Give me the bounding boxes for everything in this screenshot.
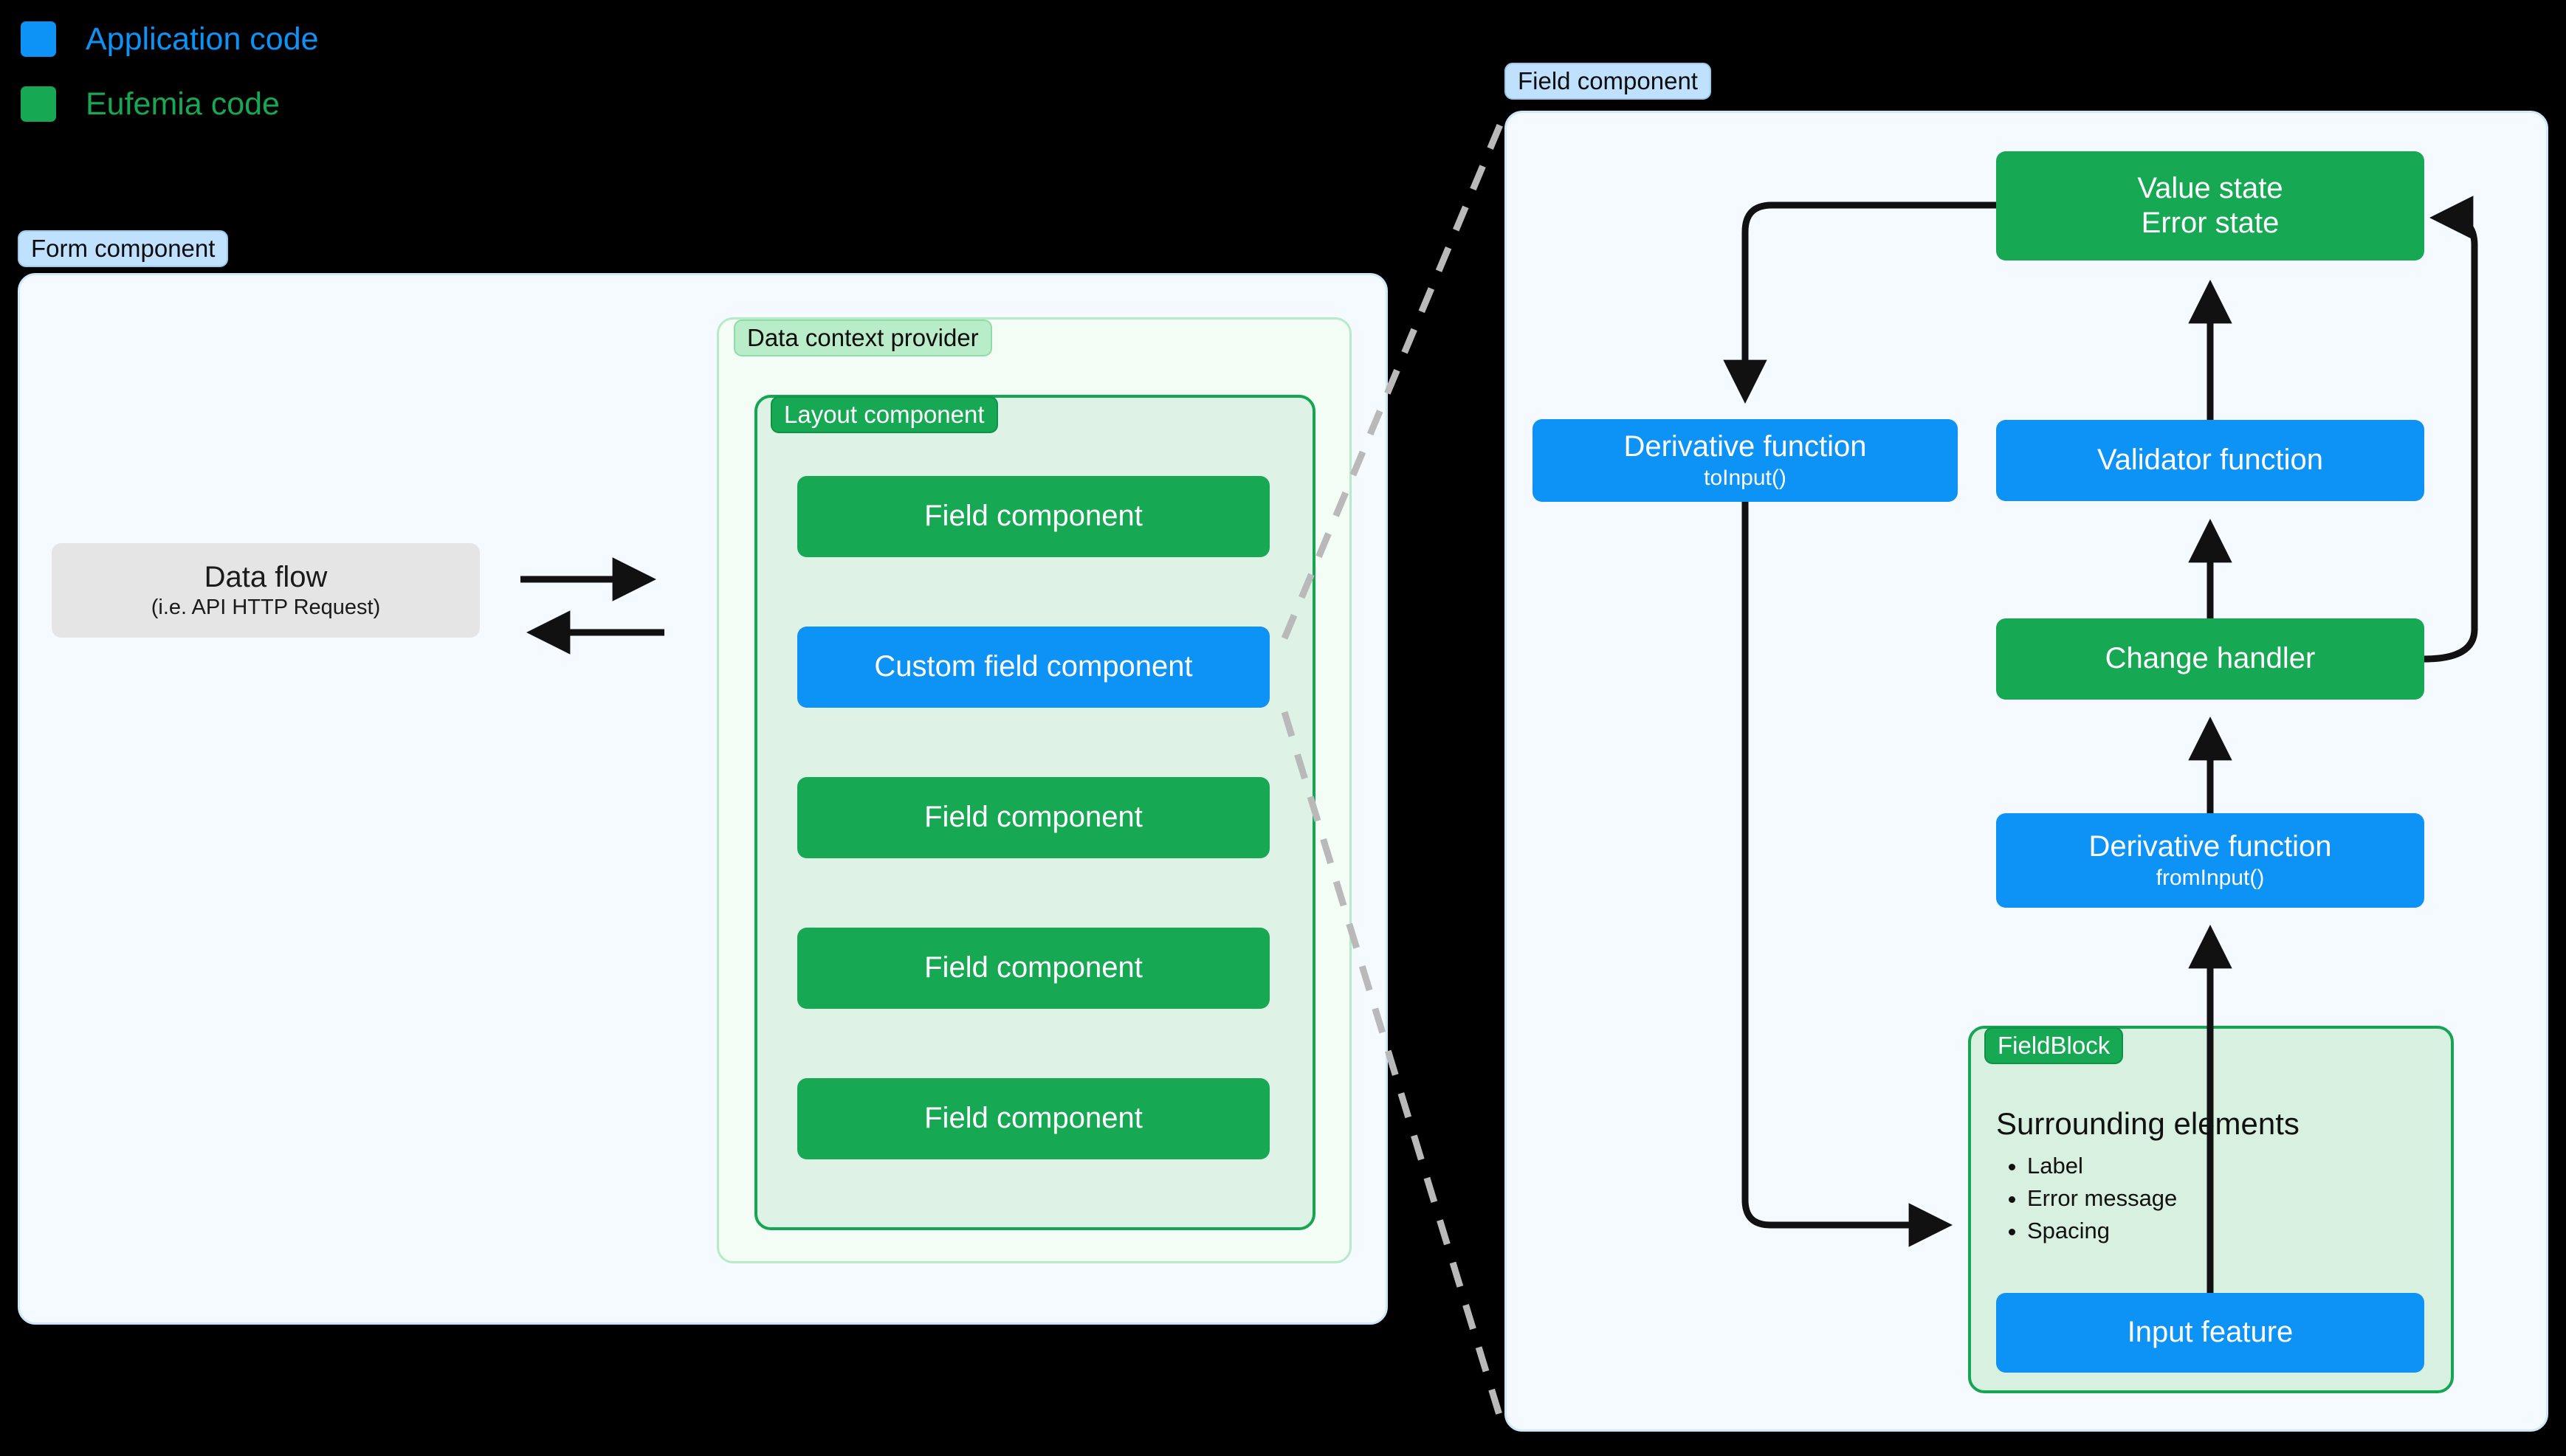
field-component-node-2[interactable]: Field component <box>797 777 1270 858</box>
validator-function-node: Validator function <box>1996 420 2424 501</box>
change-handler-label: Change handler <box>2105 642 2316 675</box>
legend: Application code Eufemia code <box>21 16 319 146</box>
field-component-node-3[interactable]: Field component <box>797 928 1270 1009</box>
legend-item-application: Application code <box>21 16 319 62</box>
derivative-frominput-signature: fromInput() <box>2156 865 2265 890</box>
data-flow-title: Data flow <box>204 561 328 593</box>
custom-field-component-node[interactable]: Custom field component <box>797 627 1270 708</box>
green-square-swatch-icon <box>21 86 56 122</box>
form-component-tag: Form component <box>18 230 229 267</box>
input-feature-node[interactable]: Input feature <box>1996 1293 2424 1373</box>
legend-item-eufemia: Eufemia code <box>21 81 319 127</box>
field-component-node-1[interactable]: Field component <box>797 476 1270 557</box>
custom-field-component-label: Custom field component <box>874 650 1193 683</box>
validator-function-label: Validator function <box>2097 444 2324 477</box>
field-component-node-4[interactable]: Field component <box>797 1078 1270 1159</box>
field-component-label-3: Field component <box>924 951 1143 984</box>
surrounding-elements-group: Surrounding elements Label Error message… <box>1996 1106 2424 1247</box>
data-context-provider-tag: Data context provider <box>734 320 992 356</box>
legend-label-application: Application code <box>86 21 319 57</box>
field-block-tag: FieldBlock <box>1984 1027 2124 1064</box>
value-error-state-node: Value state Error state <box>1996 151 2424 261</box>
field-component-label-2: Field component <box>924 801 1143 834</box>
surrounding-elements-list: Label Error message Spacing <box>1996 1150 2424 1247</box>
list-item: Error message <box>2027 1182 2424 1215</box>
field-component-panel-tag: Field component <box>1504 63 1711 100</box>
blue-square-swatch-icon <box>21 21 56 57</box>
derivative-toinput-signature: toInput() <box>1704 465 1786 490</box>
derivative-frominput-title: Derivative function <box>2088 830 2332 863</box>
surrounding-elements-heading: Surrounding elements <box>1996 1106 2300 1141</box>
derivative-toinput-title: Derivative function <box>1623 430 1867 463</box>
layout-component-tag: Layout component <box>771 396 998 433</box>
legend-label-eufemia: Eufemia code <box>86 86 280 122</box>
change-handler-node: Change handler <box>1996 618 2424 700</box>
field-component-label-4: Field component <box>924 1102 1143 1135</box>
data-flow-subtitle: (i.e. API HTTP Request) <box>151 596 381 620</box>
list-item: Label <box>2027 1150 2424 1182</box>
value-state-label: Value state <box>2137 171 2283 204</box>
derivative-function-toinput-node: Derivative function toInput() <box>1533 419 1958 502</box>
input-feature-label: Input feature <box>2127 1316 2294 1349</box>
field-component-label-1: Field component <box>924 500 1143 533</box>
derivative-function-frominput-node: Derivative function fromInput() <box>1996 813 2424 908</box>
list-item: Spacing <box>2027 1215 2424 1247</box>
data-flow-node: Data flow (i.e. API HTTP Request) <box>52 543 480 638</box>
error-state-label: Error state <box>2141 207 2280 239</box>
